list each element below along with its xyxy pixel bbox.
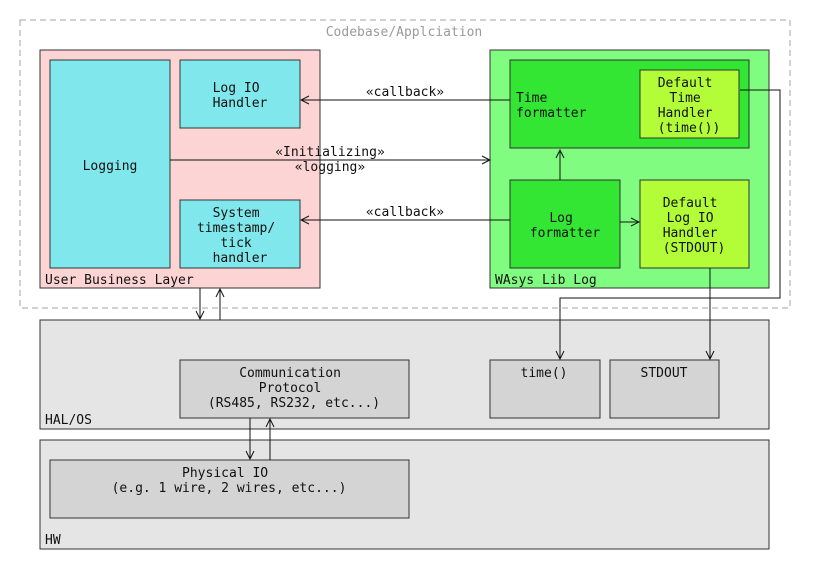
communication-protocol-label: Communication Protocol (RS485, RS232, et… [208, 366, 380, 411]
default-log-io-handler-box [639, 179, 750, 269]
callback-bottom-label: «callback» [366, 205, 444, 220]
time-function-box [489, 359, 601, 419]
communication-protocol-box [179, 359, 410, 419]
default-log-io-handler-label: Default Log IO Handler (STDOUT) [663, 196, 726, 256]
time-formatter-label: Time formatter [516, 91, 587, 121]
default-time-to-time-function-arrow [560, 89, 781, 359]
system-timestamp-handler-box [179, 199, 301, 269]
log-formatter-box [509, 179, 621, 269]
codebase-label: Codebase/Applciation [326, 25, 483, 40]
stdout-box [609, 359, 720, 419]
codebase-boundary [19, 19, 791, 309]
default-time-handler-box [639, 69, 740, 139]
logging-label: Logging [83, 159, 138, 174]
log-formatter-label: Log formatter [530, 211, 601, 241]
initializing-label: «Initializing» [275, 145, 385, 160]
hw-label: HW [45, 533, 61, 548]
stdout-label: STDOUT [641, 366, 688, 381]
log-io-handler-box [179, 59, 301, 129]
physical-io-label: Physical IO (e.g. 1 wire, 2 wires, etc..… [112, 466, 347, 496]
wasys-lib-log-label: WAsys Lib Log [495, 273, 597, 288]
time-function-label: time() [521, 366, 568, 381]
logging-stereotype-label: «logging» [295, 160, 366, 175]
hal-os-label: HAL/OS [45, 413, 92, 428]
default-time-handler-label: Default Time Handler (time()) [658, 76, 721, 136]
user-business-layer-label: User Business Layer [45, 273, 194, 288]
physical-io-box [49, 459, 410, 519]
callback-top-label: «callback» [366, 85, 444, 100]
system-timestamp-handler-label: System timestamp/ tick handler [197, 206, 283, 266]
logging-box [49, 59, 171, 269]
log-io-handler-label: Log IO Handler [213, 81, 268, 111]
